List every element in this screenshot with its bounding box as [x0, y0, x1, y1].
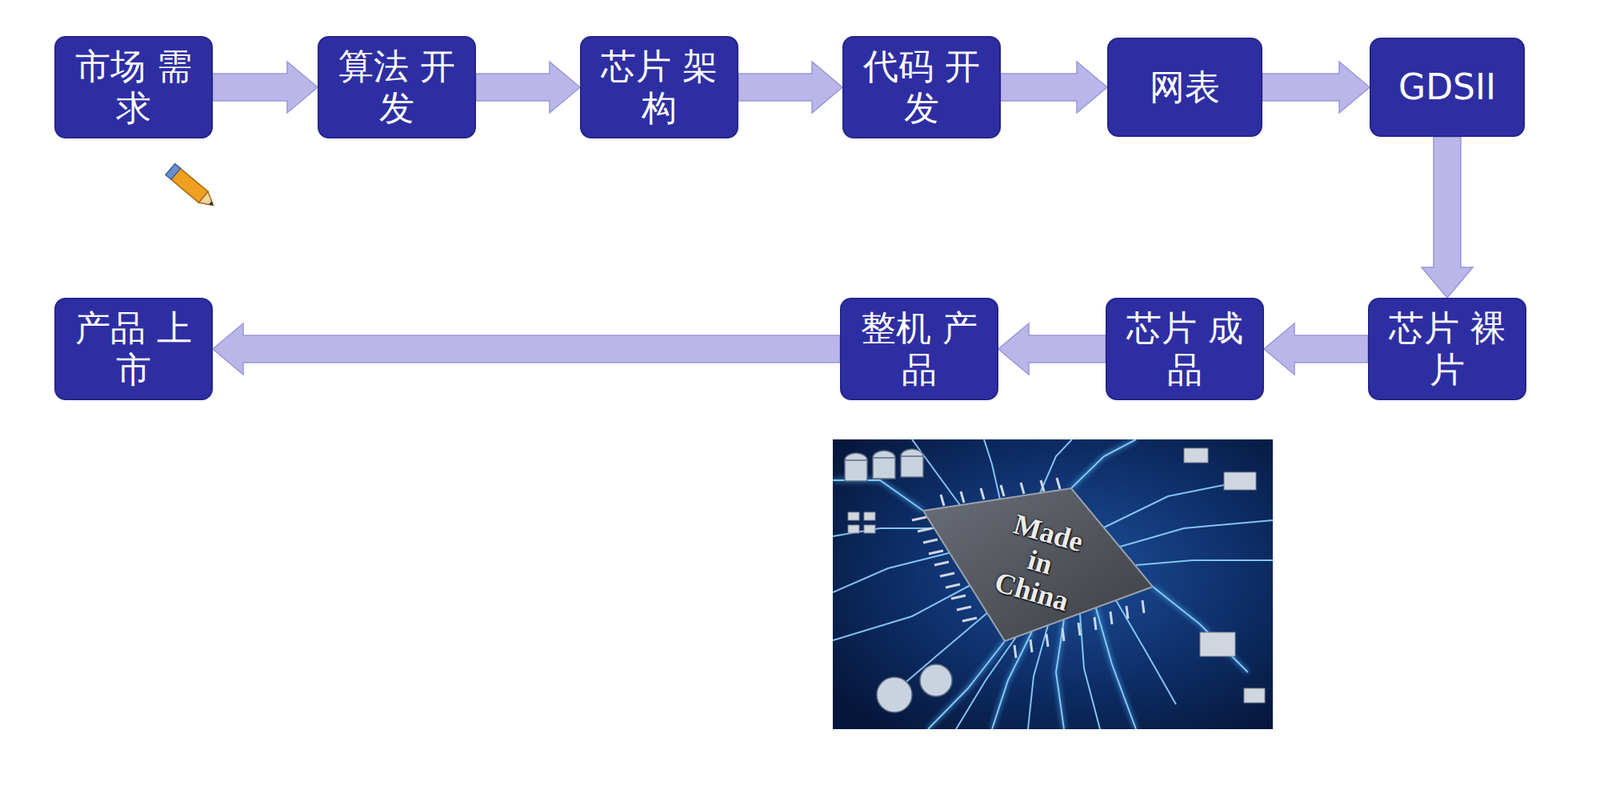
text-wrap: 算法 开发: [327, 45, 467, 129]
process-box: 产品 上市: [54, 297, 213, 400]
process-box: 市场 需求: [54, 36, 213, 139]
box-label: 代码 开发: [852, 45, 992, 129]
box-label: 市场 需求: [64, 45, 204, 129]
process-box: 整机 产品: [840, 297, 999, 400]
circuit-board-photo: [832, 439, 1273, 729]
text-wrap: 芯片 成品: [1115, 307, 1255, 391]
flow-arrow: [476, 61, 580, 113]
process-box: 芯片 架构: [580, 36, 739, 139]
box-label: GDSII: [1398, 66, 1496, 108]
process-box: 芯片 成品: [1105, 297, 1264, 400]
flow-arrow: [1000, 61, 1108, 113]
text-wrap: 芯片 裸片: [1377, 307, 1517, 391]
box-label: 整机 产品: [849, 307, 989, 391]
text-wrap: 整机 产品: [849, 307, 989, 391]
flow-arrow: [212, 323, 840, 375]
box-label: 芯片 架构: [589, 45, 729, 129]
process-box: 网表: [1107, 37, 1263, 137]
flow-arrow: [1264, 323, 1368, 375]
flow-arrow: [1421, 136, 1473, 298]
text-wrap: 市场 需求: [64, 45, 204, 129]
process-box: 芯片 裸片: [1368, 297, 1527, 400]
box-label: 网表: [1149, 66, 1220, 108]
text-wrap: GDSII: [1398, 66, 1496, 108]
text-wrap: 代码 开发: [852, 45, 992, 129]
flow-arrow: [998, 323, 1106, 375]
text-wrap: 网表: [1149, 66, 1220, 108]
chip-body: [923, 488, 1153, 641]
text-wrap: 芯片 架构: [589, 45, 729, 129]
pencil-icon: [165, 164, 218, 212]
box-label: 芯片 成品: [1115, 307, 1255, 391]
box-label: 算法 开发: [327, 45, 467, 129]
process-box: 算法 开发: [317, 36, 476, 139]
process-box: 代码 开发: [842, 36, 1001, 139]
flow-arrow: [212, 61, 318, 113]
box-label: 产品 上市: [64, 307, 204, 391]
flow-arrow: [738, 61, 843, 113]
process-box: GDSII: [1369, 37, 1525, 137]
flow-arrow: [1262, 61, 1370, 113]
box-label: 芯片 裸片: [1377, 307, 1517, 391]
text-wrap: 产品 上市: [64, 307, 204, 391]
